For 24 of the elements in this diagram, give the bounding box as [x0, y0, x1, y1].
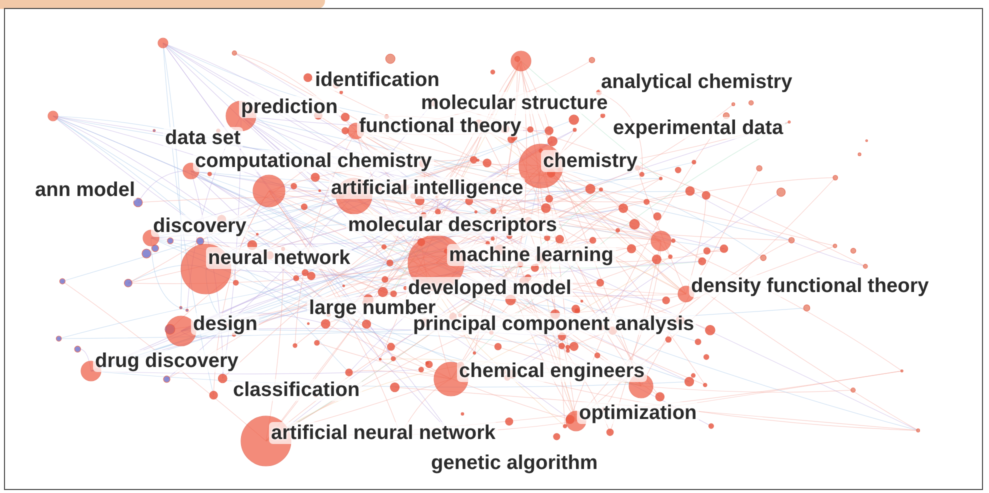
keyword-label: analytical chemistry	[599, 71, 794, 93]
keyword-label: functional theory	[357, 115, 524, 137]
keyword-label: prediction	[239, 96, 340, 118]
keyword-label: developed model	[406, 277, 574, 299]
keyword-label: identification	[313, 69, 442, 91]
keyword-label: chemistry	[541, 150, 640, 172]
keyword-label: design	[191, 313, 260, 335]
keyword-label: classification	[231, 379, 362, 401]
keyword-label: neural network	[206, 247, 352, 269]
keyword-label: machine learning	[447, 244, 616, 266]
keyword-label: molecular structure	[419, 92, 610, 114]
keyword-label: drug discovery	[93, 350, 240, 372]
keyword-label: artificial neural network	[269, 422, 498, 444]
keyword-label: artificial intelligence	[329, 177, 526, 199]
keyword-label: density functional theory	[689, 275, 931, 297]
keyword-label: computational chemistry	[193, 150, 434, 172]
keyword-label: molecular descriptors	[346, 214, 559, 236]
keyword-label: data set	[163, 127, 243, 149]
keyword-label: principal component analysis	[411, 313, 696, 335]
keyword-label: optimization	[577, 402, 699, 424]
keyword-label: chemical engineers	[457, 360, 647, 382]
keyword-label: experimental data	[611, 117, 786, 139]
keyword-label: discovery	[151, 215, 248, 237]
keyword-label: ann model	[33, 179, 138, 201]
